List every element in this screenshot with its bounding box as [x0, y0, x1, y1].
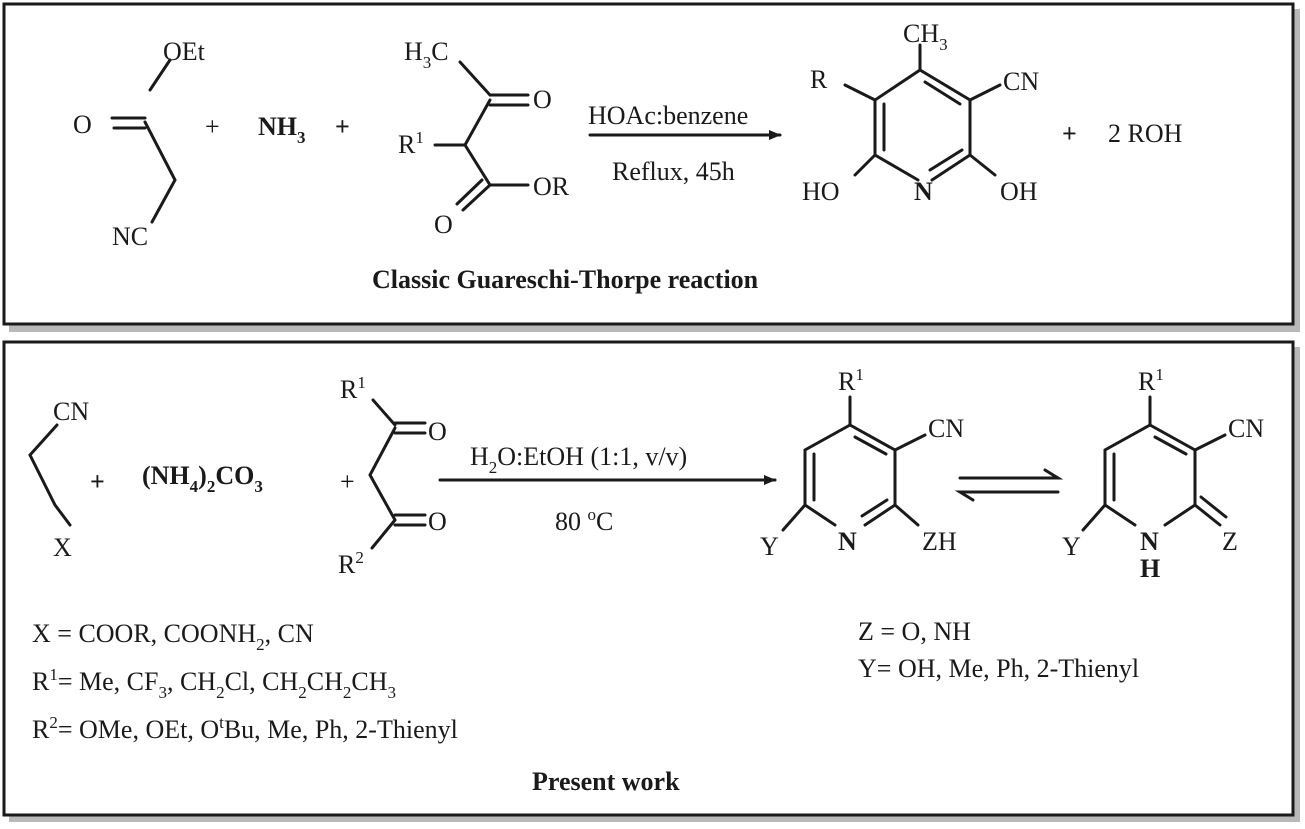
plus-sign: +: [90, 467, 105, 496]
pyridone-product: R1 CN Y N H Z: [1062, 365, 1264, 583]
legend-r1-line: R1= Me, CF3, CH2Cl, CH2CH2CH3: [32, 665, 396, 702]
cn-label: CN: [53, 397, 89, 426]
legend-y-line: Y= OH, Me, Ph, 2-Thienyl: [858, 654, 1139, 683]
methyl-label: CH3: [903, 19, 948, 54]
pyridine-product-zh: R1 CN Y N ZH: [760, 365, 964, 561]
x-label: X: [53, 533, 72, 562]
r1-label: R1: [398, 128, 424, 159]
methyl-label: H3C: [404, 37, 449, 72]
r1-label: R1: [838, 365, 864, 396]
nh-hydrogen-label: H: [1140, 554, 1160, 583]
dihydroxypyridine-product: CH3 R CN HO N OH: [802, 19, 1039, 206]
ring-n-label: N: [838, 527, 857, 556]
plus-sign: +: [340, 467, 355, 496]
ketone-o-label: O: [533, 85, 552, 114]
ketoester: H3C O R1 OR O: [398, 37, 570, 239]
oet-label: OEt: [163, 37, 206, 66]
substituent-legend-right: Z = O, NH Y= OH, Me, Ph, 2-Thienyl: [858, 617, 1139, 683]
ester-o-label: O: [434, 210, 453, 239]
oh-label: OH: [1000, 177, 1038, 206]
legend-z-line: Z = O, NH: [858, 617, 971, 646]
r1-label: R1: [340, 373, 366, 404]
top-panel-frame: [2, 2, 1295, 326]
conditions-temperature: 80 oC: [555, 505, 613, 536]
ethyl-cyanoacetate: OEt O NC: [73, 37, 206, 251]
plus-sign: +: [205, 112, 220, 141]
carbonyl-o-label: O: [73, 110, 92, 139]
byproduct-roh: 2 ROH: [1108, 119, 1183, 148]
substituent-legend-left: X = COOR, COONH2, CN R1= Me, CF3, CH2Cl,…: [32, 619, 458, 744]
bottom-panel-frame: [2, 340, 1295, 817]
plus-sign: +: [1062, 119, 1077, 148]
y-label: Y: [1062, 532, 1081, 561]
r1-label: R1: [1138, 365, 1164, 396]
r-label: R: [810, 65, 828, 94]
or-label: OR: [533, 172, 570, 201]
present-work-panel: CN X + (NH4)2CO3 + R1 O O R2 H2O:EtOH (1…: [2, 340, 1300, 822]
panel-title-classic: Classic Guareschi-Thorpe reaction: [372, 265, 759, 294]
conditions-solvent: H2O:EtOH (1:1, v/v): [470, 442, 687, 477]
legend-r2-line: R2= OMe, OEt, OtBu, Me, Ph, 2-Thienyl: [32, 713, 458, 744]
conditions-time: Reflux, 45h: [612, 157, 735, 186]
r2-label: R2: [338, 548, 364, 579]
carbonyl-o-top: O: [428, 417, 447, 446]
conditions-solvent: HOAc:benzene: [588, 101, 748, 130]
plus-sign: +: [335, 112, 350, 141]
ring-n-label: N: [1140, 527, 1159, 556]
nitrile-reagent: CN X: [28, 397, 89, 562]
ho-label: HO: [802, 177, 840, 206]
classic-reaction-panel: OEt O NC + NH3 + H3C O R1 OR O HOAc:benz…: [2, 2, 1300, 332]
ring-n-label: N: [914, 177, 933, 206]
y-label: Y: [760, 532, 779, 561]
legend-x-line: X = COOR, COONH2, CN: [32, 619, 314, 654]
ammonium-carbonate-formula: (NH4)2CO3: [142, 461, 263, 496]
cn-label: CN: [928, 414, 964, 443]
equilibrium-arrows: [954, 468, 1064, 502]
dicarbonyl-reagent: R1 O O R2: [338, 373, 447, 579]
nc-label: NC: [112, 222, 148, 251]
panel-title-present-work: Present work: [532, 767, 680, 796]
carbonyl-o-bottom: O: [428, 507, 447, 536]
cn-label: CN: [1003, 67, 1039, 96]
cn-label: CN: [1228, 414, 1264, 443]
ammonia-formula: NH3: [258, 112, 306, 147]
z-label: Z: [1222, 527, 1238, 556]
zh-label: ZH: [922, 527, 957, 556]
